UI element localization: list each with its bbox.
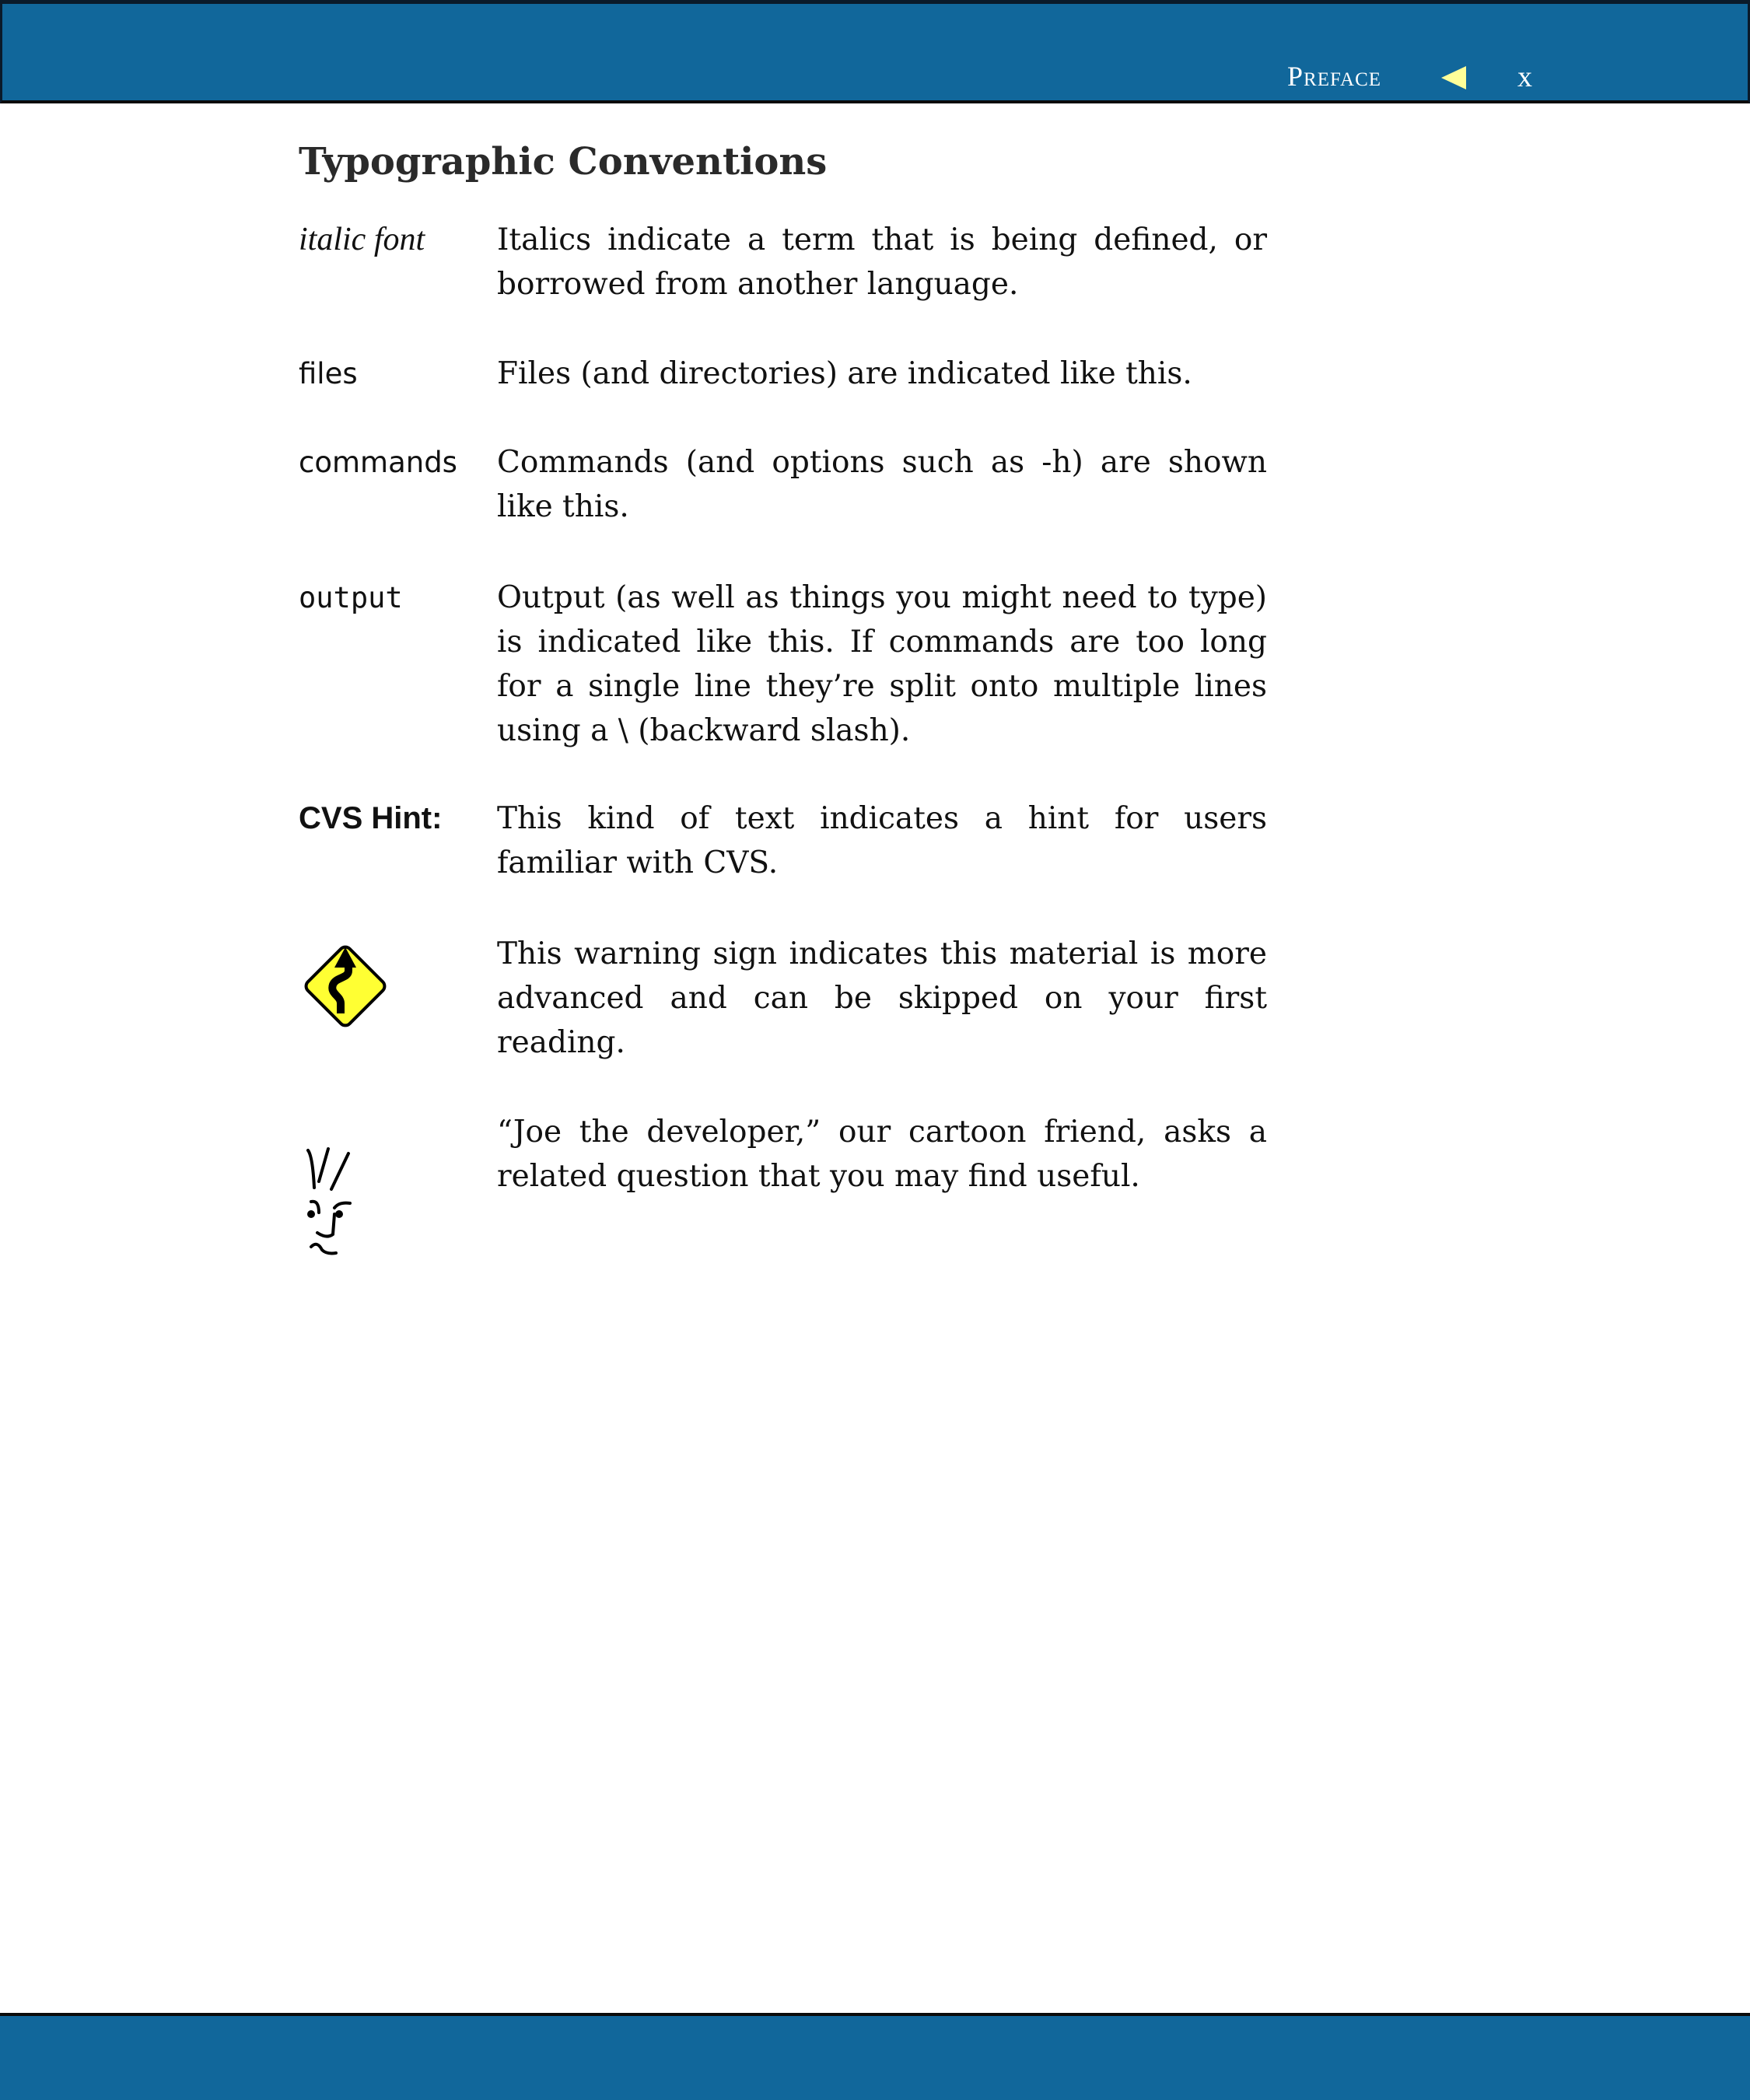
desc-cvs-hint: This kind of text indicates a hint for u… [497, 801, 1267, 880]
desc-files: Files (and directories) are indicated li… [497, 356, 1192, 391]
desc-italic: Italics indicate a term that is being de… [497, 222, 1267, 302]
desc-commands: Commands (and options such as -h) are sh… [497, 445, 1267, 524]
page-title: Typographic Conventions [299, 140, 828, 184]
header-bar: Preface x [0, 0, 1750, 103]
page-number: x [1517, 61, 1532, 93]
term-output: output [299, 581, 403, 614]
term-cvs-hint: CVS Hint: [299, 801, 443, 835]
footer-bar [0, 2013, 1750, 2100]
warning-sign-icon [299, 940, 392, 1045]
term-italic: italic font [299, 222, 425, 257]
back-arrow-icon[interactable] [1441, 66, 1466, 89]
desc-warning: This warning sign indicates this materia… [497, 936, 1267, 1060]
section-title: Preface [1287, 61, 1382, 92]
desc-output: Output (as well as things you might need… [497, 580, 1267, 748]
joe-developer-icon [299, 1133, 369, 1270]
term-commands: commands [299, 446, 457, 479]
desc-joe: “Joe the developer,” our cartoon friend,… [497, 1115, 1267, 1194]
term-files: files [299, 357, 358, 390]
